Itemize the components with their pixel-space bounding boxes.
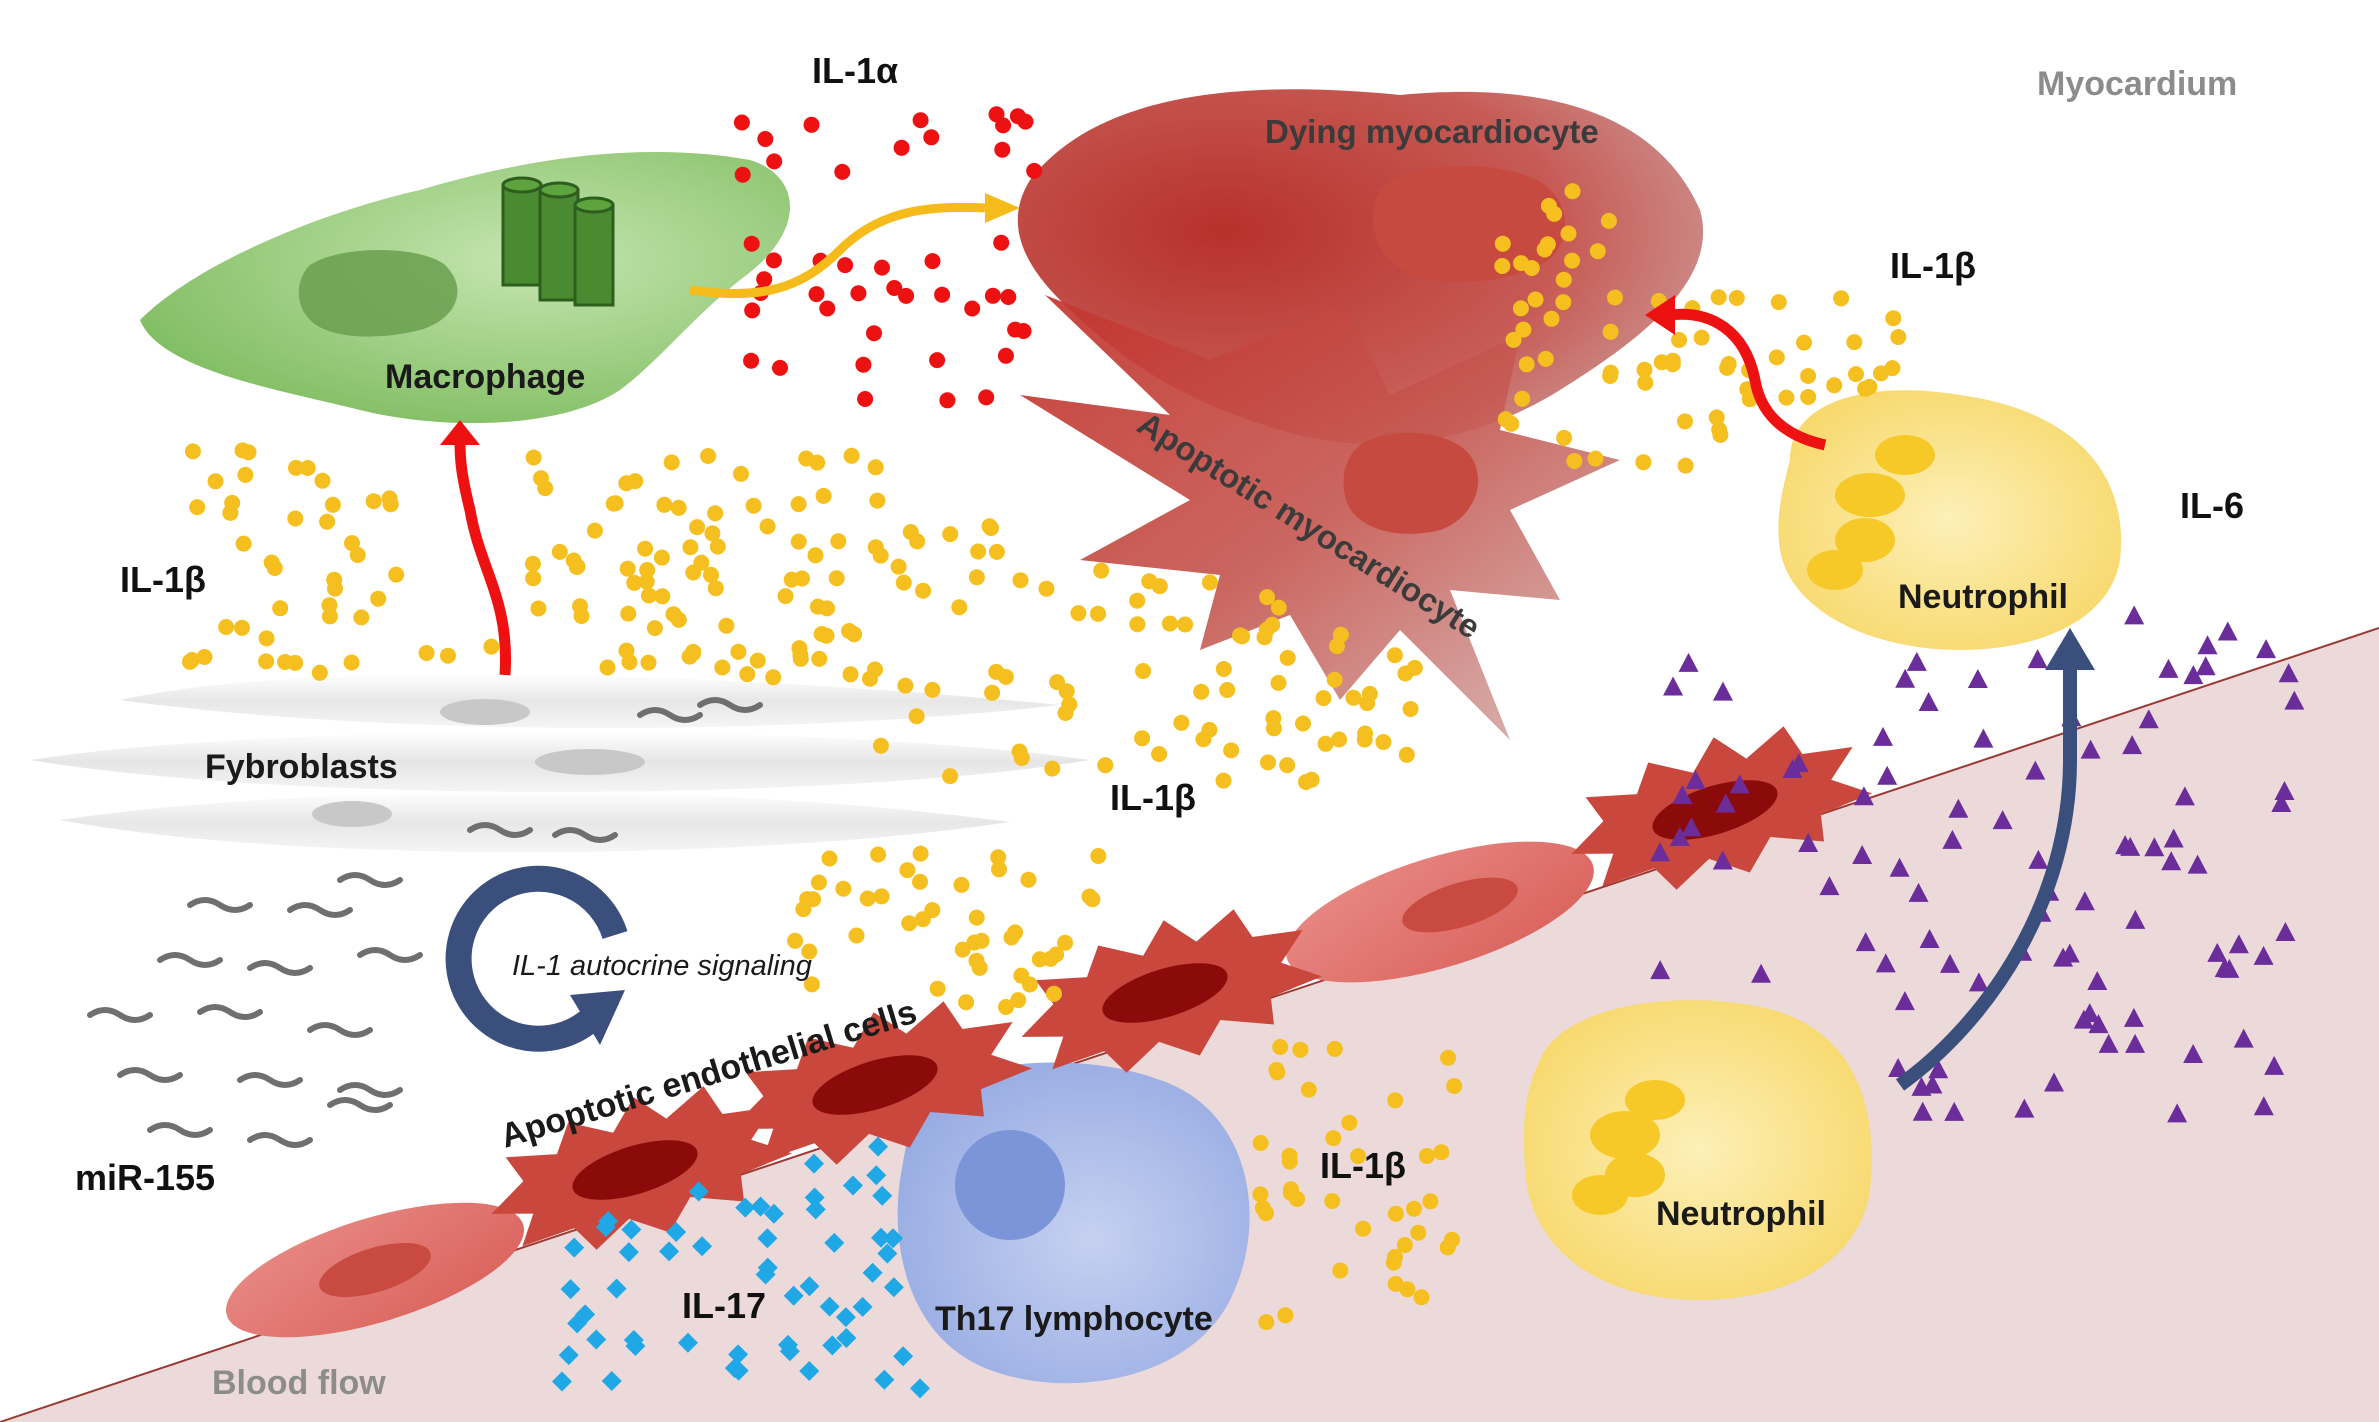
il17-label: IL-17: [682, 1285, 766, 1326]
red-blood-cell-left: [225, 1202, 525, 1338]
il17-particles: [551, 1136, 930, 1399]
myocardium-label: Myocardium: [2037, 65, 2237, 103]
il6-label: IL-6: [2180, 485, 2244, 526]
blue-arrow-neutrophil-migration: [1895, 628, 2095, 1091]
neutrophil-bottom: [1523, 1000, 1872, 1300]
neutrophil-top: [1778, 390, 2122, 650]
apoptotic-endothelial-cell-2: [731, 1001, 1032, 1165]
fibroblasts: [30, 674, 1090, 853]
neutrophil-bottom-label: Neutrophil: [1656, 1195, 1826, 1233]
mitochondria-icon: [501, 176, 615, 307]
apoptotic-myocardiocyte: [1020, 295, 1620, 740]
yellow-arrow-il1a: [689, 193, 1020, 299]
apoptotic-endothelial-cell-1: [491, 1086, 792, 1250]
il1a-particles: [733, 106, 1043, 409]
il1b-bottom-label: IL-1β: [1320, 1145, 1406, 1186]
il1b-top-right-label: IL-1β: [1890, 245, 1976, 286]
il1b-middle-label: IL-1β: [1110, 777, 1196, 818]
il1b-particles: [182, 183, 1907, 1331]
th17-lymphocyte: [897, 1062, 1250, 1384]
autocrine-loop-icon: [445, 865, 628, 1052]
th17-lymphocyte-label: Th17 lymphocyte: [935, 1300, 1213, 1338]
red-arrow-neutrophil-to-myocyte: [1645, 295, 1827, 451]
autocrine-signaling-label: IL-1 autocrine signaling: [512, 950, 812, 982]
apoptotic-endothelial-cell-3: [1021, 909, 1322, 1073]
red-blood-cell-right: [1286, 841, 1594, 983]
neutrophil-top-label: Neutrophil: [1898, 578, 2068, 616]
blood-flow-label: Blood flow: [212, 1364, 386, 1402]
dying-myocardiocyte-label: Dying myocardiocyte: [1265, 113, 1599, 150]
macrophage-label: Macrophage: [385, 358, 585, 396]
il6-particles: [1650, 605, 2305, 1123]
fybroblasts-label: Fybroblasts: [205, 748, 398, 786]
mir155-label: miR-155: [75, 1157, 215, 1198]
red-arrow-fibroblast-to-macrophage: [440, 420, 512, 676]
il1a-label: IL-1α: [812, 50, 898, 91]
il1b-left-label: IL-1β: [120, 559, 206, 600]
macrophage: [140, 151, 790, 424]
mir155-squiggles: [87, 872, 423, 1148]
